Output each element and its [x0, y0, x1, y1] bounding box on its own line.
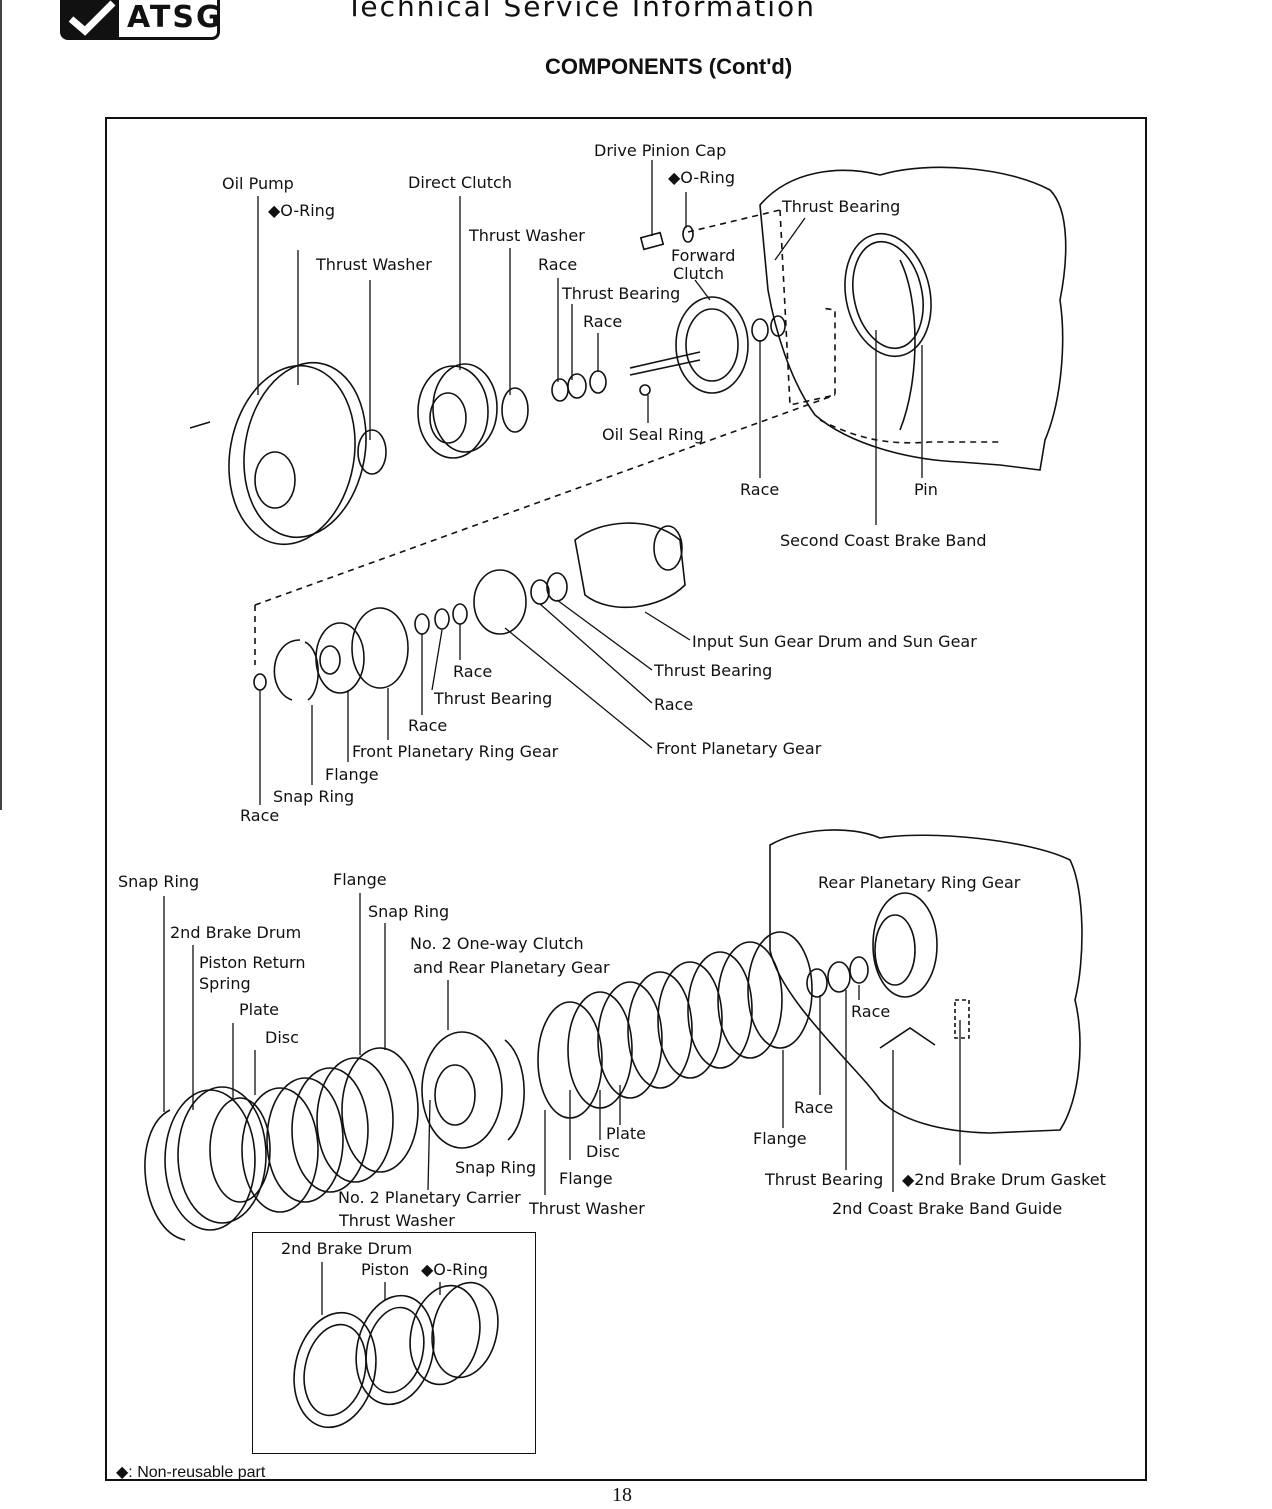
label-front-planetary-gear: Front Planetary Gear	[656, 739, 822, 758]
label-flange: Flange	[559, 1169, 613, 1188]
snap-ring-rear	[144, 1109, 186, 1241]
label-oil-seal-ring: Oil Seal Ring	[602, 425, 704, 444]
input-sun-gear-drum	[574, 522, 686, 609]
label-race: Race	[740, 480, 780, 499]
label-pin: Pin	[914, 480, 938, 499]
label-spring: Spring	[199, 974, 251, 993]
front-planetary-gear	[473, 569, 527, 635]
clutch-pack-front	[241, 1047, 419, 1213]
label-race: Race	[851, 1002, 891, 1021]
label-clutch: Clutch	[673, 264, 724, 283]
inset-o-ring-outer	[409, 1284, 481, 1386]
checkmark-icon	[63, 0, 119, 37]
label-o-ring: ◆O-Ring	[268, 201, 335, 220]
label-race: Race	[583, 312, 623, 331]
label-plate: Plate	[239, 1000, 280, 1019]
label-thrust-bearing: Thrust Bearing	[434, 689, 553, 708]
diagram-frame	[105, 117, 1147, 1481]
label-disc: Disc	[586, 1142, 620, 1161]
label-race: Race	[794, 1098, 834, 1117]
label-plate: Plate	[606, 1124, 647, 1143]
label-thrust-bearing: Thrust Bearing	[765, 1170, 884, 1189]
label-snap-ring: Snap Ring	[455, 1158, 537, 1177]
label-piston-return: Piston Return	[199, 953, 306, 972]
direct-clutch	[417, 365, 489, 459]
label-snap-ring: Snap Ring	[368, 902, 450, 921]
snap-ring-front	[273, 639, 319, 701]
label-second-coast-brake-band: Second Coast Brake Band	[780, 531, 987, 550]
label-snap-ring: Snap Ring	[273, 787, 355, 806]
rear-planetary-ring-gear	[872, 892, 938, 998]
label-front-planetary-ring-gear: Front Planetary Ring Gear	[352, 742, 559, 761]
inset-piston	[355, 1294, 435, 1406]
label-rear-planetary-gear: and Rear Planetary Gear	[413, 958, 610, 977]
label-oil-pump: Oil Pump	[222, 174, 294, 193]
front-planetary-ring-gear	[351, 607, 409, 689]
label-inset-2nd-brake-drum: 2nd Brake Drum	[281, 1239, 413, 1258]
label-no2-one-way-clutch: No. 2 One-way Clutch	[410, 934, 584, 953]
label-forward: Forward	[671, 246, 736, 265]
label-flange: Flange	[325, 765, 379, 784]
oil-pump	[228, 364, 356, 546]
second-coast-brake-band	[844, 232, 932, 358]
label-no2-planetary-carrier: No. 2 Planetary Carrier	[338, 1188, 521, 1207]
label-thrust-washer: Thrust Washer	[339, 1211, 455, 1230]
section-title: COMPONENTS (Cont'd)	[545, 54, 793, 79]
label-race: Race	[453, 662, 493, 681]
label-flange: Flange	[753, 1129, 807, 1148]
label-rear-planetary-ring-gear: Rear Planetary Ring Gear	[818, 873, 1021, 892]
label-race: Race	[240, 806, 280, 825]
no2-one-way-clutch	[421, 1031, 503, 1149]
label-race: Race	[408, 716, 448, 735]
inset-frame	[252, 1232, 536, 1454]
label-o-ring: ◆O-Ring	[668, 168, 735, 187]
atsg-logo: ATSG	[60, 0, 223, 40]
transmission-case-lower	[769, 829, 1083, 1134]
page-edge-line	[0, 0, 2, 810]
label-thrust-bearing: Thrust Bearing	[562, 284, 681, 303]
label-drive-pinion-cap: Drive Pinion Cap	[594, 141, 727, 160]
label-thrust-washer: Thrust Washer	[469, 226, 585, 245]
label-input-sun-gear: Input Sun Gear Drum and Sun Gear	[692, 632, 977, 651]
page-number: 18	[612, 1484, 632, 1506]
transmission-case-upper	[759, 166, 1067, 471]
label-thrust-washer: Thrust Washer	[316, 255, 432, 274]
label-snap-ring: Snap Ring	[118, 872, 200, 891]
inset-o-ring-inner	[431, 1281, 499, 1379]
forward-clutch	[675, 296, 749, 394]
label-inset-o-ring: ◆O-Ring	[421, 1260, 488, 1279]
label-inset-piston: Piston	[361, 1260, 410, 1279]
header-title: Technical Service Information	[346, 0, 816, 23]
label-disc: Disc	[265, 1028, 299, 1047]
label-race: Race	[538, 255, 578, 274]
label-2nd-brake-drum-gasket: ◆2nd Brake Drum Gasket	[902, 1170, 1106, 1189]
logo-text: ATSG	[127, 0, 223, 35]
footnote-non-reusable: ◆: Non-reusable part	[116, 1464, 266, 1481]
label-2nd-coast-brake-band-guide: 2nd Coast Brake Band Guide	[832, 1199, 1063, 1218]
label-2nd-brake-drum: 2nd Brake Drum	[170, 923, 302, 942]
label-race: Race	[654, 695, 694, 714]
label-direct-clutch: Direct Clutch	[408, 173, 512, 192]
label-thrust-bearing: Thrust Bearing	[782, 197, 901, 216]
clutch-pack-rear	[537, 931, 813, 1119]
inset-brake-drum	[293, 1311, 377, 1429]
label-flange: Flange	[333, 870, 387, 889]
label-thrust-bearing: Thrust Bearing	[654, 661, 773, 680]
label-thrust-washer: Thrust Washer	[529, 1199, 645, 1218]
